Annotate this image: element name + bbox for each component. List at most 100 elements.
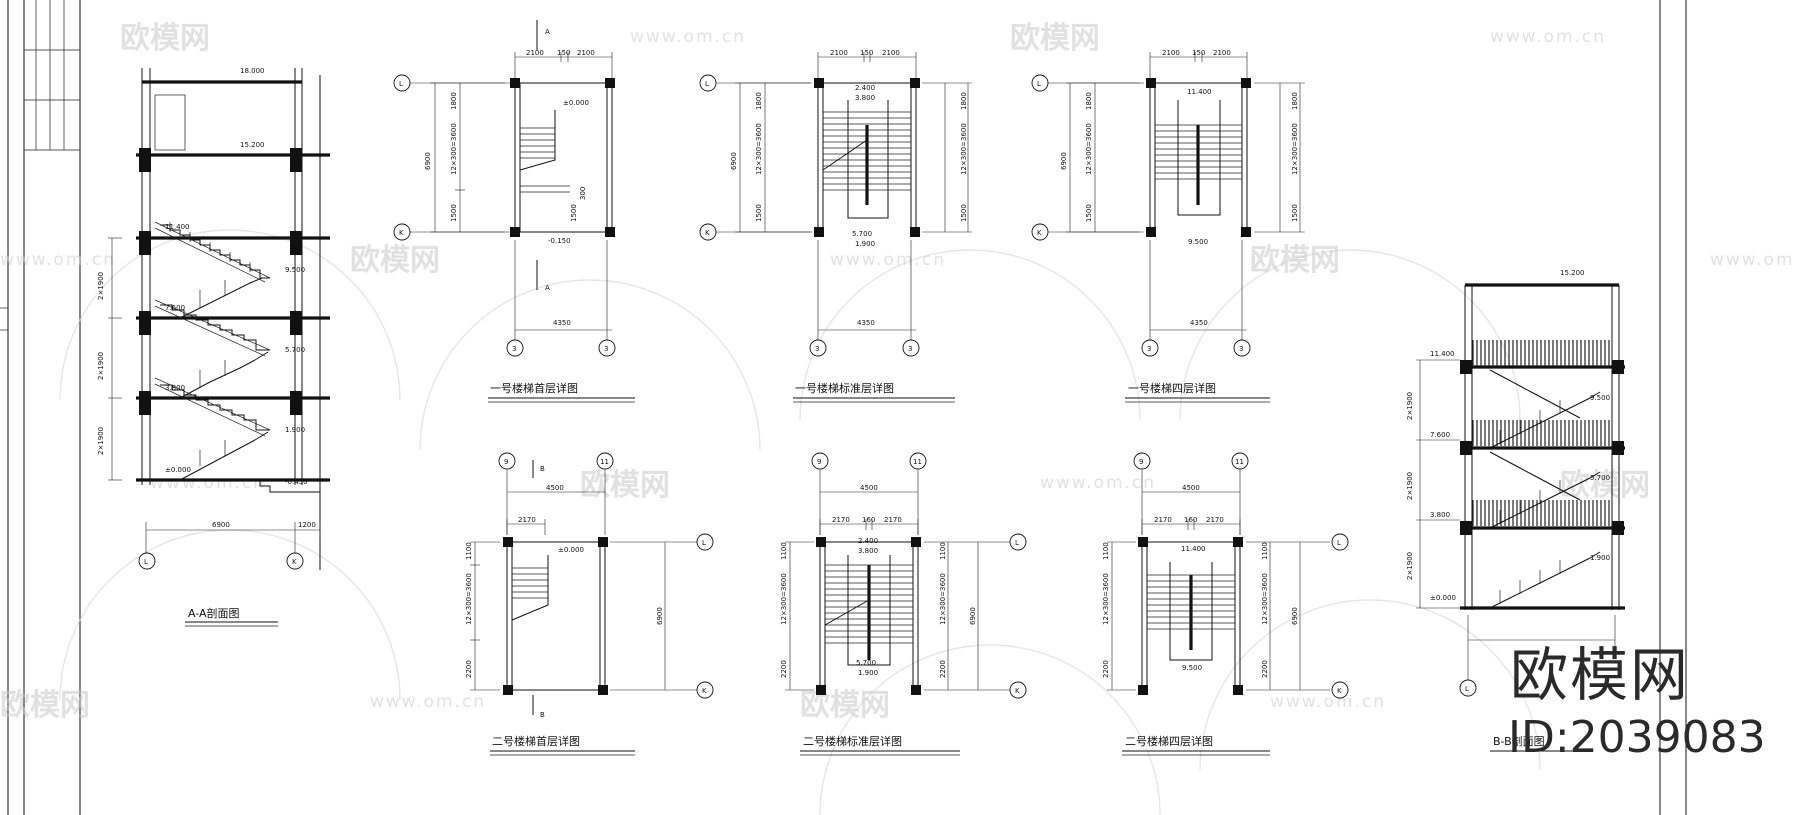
s1t-dim-1500r: 1500 [1291,204,1299,222]
s2s-dim-run-r: 12×300=3600 [939,573,947,625]
s2t-dim-2200r: 2200 [1261,660,1269,678]
watermark-brand: 欧模网 [120,21,210,56]
watermark-url: www.om.cn [1490,27,1606,47]
s2t-axis-11: 11 [1235,458,1244,466]
s2t-dim-6900: 6900 [1291,607,1299,625]
s2g-dim-4500: 4500 [546,484,564,492]
s1g-dim-2100: 2100 [526,49,544,57]
s1g-axis-bubble-l [393,74,411,92]
s1g-dim-run: 12×300=3600 [450,123,458,175]
s1g-axis-bubble-k [393,223,411,241]
s1g-axis-3: 3 [512,345,516,353]
s1g-axis-l: L [399,80,403,88]
s2t-axis-9: 9 [1139,458,1143,466]
stair1-ground-title: 一号楼梯首层详图 [490,381,578,395]
s1t-elev-9500: 9.500 [1188,238,1208,246]
s2s-dim-run: 12×300=3600 [780,573,788,625]
watermark-url: www.om.cn [0,250,116,270]
s1s-axis-l: L [705,80,709,88]
s1s-dim-run-r: 12×300=3600 [960,123,968,175]
bb-balusters [1499,400,1561,604]
bb-dim-rise: 2×1900 [1406,392,1414,420]
s1s-dim-1500r: 1500 [960,204,968,222]
s2s-elev-3800: 3.800 [858,547,878,555]
s1s-dim-4350: 4350 [857,319,875,327]
watermark-url: www.om.cn [1040,473,1156,493]
watermark-brand: 欧模网 [580,468,670,503]
s2g-axis-bubble-k [696,681,714,699]
s1t-dim-2100: 2100 [1213,49,1231,57]
bb-elev-9500: 9.500 [1590,394,1610,402]
s2g-axis-bubble-l [696,533,714,551]
s1g-dim-150: 150 [557,49,570,57]
aa-dim-6900: 6900 [212,521,230,529]
s1g-dim-4350: 4350 [553,319,571,327]
s2s-elev-2400: 2.400 [858,537,878,545]
s2t-axis-bubble-k [1331,681,1349,699]
s1t-dim-1800r: 1800 [1291,92,1299,110]
s2s-axis-bubble-11 [909,452,927,470]
stair2-standard-plan: 2170 160 2170 4500 1100 12×300=3600 2200… [780,452,1027,756]
s1s-dim-2100: 2100 [882,49,900,57]
bb-axis-l: L [1465,685,1469,693]
s2s-axis-bubble-9 [811,452,829,470]
s2t-axis-k: K [1337,687,1342,695]
watermark-brand: 欧模网 [350,243,440,278]
s2g-dim-2170: 2170 [518,516,536,524]
s1t-dim-1500: 1500 [1085,204,1093,222]
aa-elev-9500: 9.500 [285,266,305,274]
aa-elev-neg: -0.450 [285,478,308,486]
s2s-dim-2200r: 2200 [939,660,947,678]
watermark-url: www.om.cn [630,27,746,47]
aa-elev-0: ±0.000 [165,466,191,474]
s2s-dim-4500: 4500 [860,484,878,492]
s1g-cut-a: A [545,28,550,36]
s1s-dim-run: 12×300=3600 [755,123,763,175]
s2t-dim-4500: 4500 [1182,484,1200,492]
s1g-dim-2100: 2100 [577,49,595,57]
aa-elev-top: 18.000 [240,67,265,75]
aa-axis-bubble-k [286,552,304,570]
stair2-ground-treads [512,567,548,599]
s1g-axis-k: K [399,229,404,237]
s1t-dim-1800: 1800 [1085,92,1093,110]
s2s-axis-bubble-l [1009,533,1027,551]
aa-elev-5700: 5.700 [285,346,305,354]
bb-section-title: B-B剖面图 [1493,734,1545,748]
s2t-dim-run-r: 12×300=3600 [1261,573,1269,625]
aa-elev-7600: 7.600 [165,304,185,312]
aa-dim-rise: 2×1900 [97,427,105,455]
s2g-cut-b: B [540,465,545,473]
s2s-dim-1100: 1100 [780,542,788,560]
s1g-elev-0: ±0.000 [563,99,589,107]
s2t-dim-run: 12×300=3600 [1102,573,1110,625]
s2g-dim-2200: 2200 [465,660,473,678]
s2t-axis-bubble-l [1331,533,1349,551]
s2s-axis-bubble-k [1009,681,1027,699]
s2g-axis-9: 9 [504,458,508,466]
s2t-axis-bubble-9 [1133,452,1151,470]
s1s-axis-bubble-l [699,74,717,92]
stair1-standard-treads [823,111,911,191]
s1s-axis-3b: 3 [908,345,912,353]
aa-section-title: A-A剖面图 [188,606,240,620]
s2g-axis-11: 11 [600,458,609,466]
s1g-axis-3b: 3 [604,345,608,353]
big-brand-watermark: 欧模网 [1510,641,1690,709]
s2s-dim-1100r: 1100 [939,542,947,560]
s2g-elev-0: ±0.000 [558,546,584,554]
s2s-axis-l: L [1015,539,1019,547]
stair1-top-title: 一号楼梯四层详图 [1128,381,1216,395]
bb-hatched-slabs [1472,340,1612,526]
s1g-elev-neg: -0.150 [548,237,571,245]
bb-dim-rise: 2×1900 [1406,472,1414,500]
s1t-dim-run: 12×300=3600 [1085,123,1093,175]
aa-elev-3800: 3.800 [165,384,185,392]
s1t-axis-3b: 3 [1239,345,1243,353]
model-id-watermark: ID:2039083 [1508,712,1766,763]
aa-axis-l: L [144,558,148,566]
watermark-brand: 欧模网 [800,688,890,723]
s1t-dim-4350: 4350 [1190,319,1208,327]
s1s-dim-1500: 1500 [755,204,763,222]
aa-axis-k: K [292,558,297,566]
